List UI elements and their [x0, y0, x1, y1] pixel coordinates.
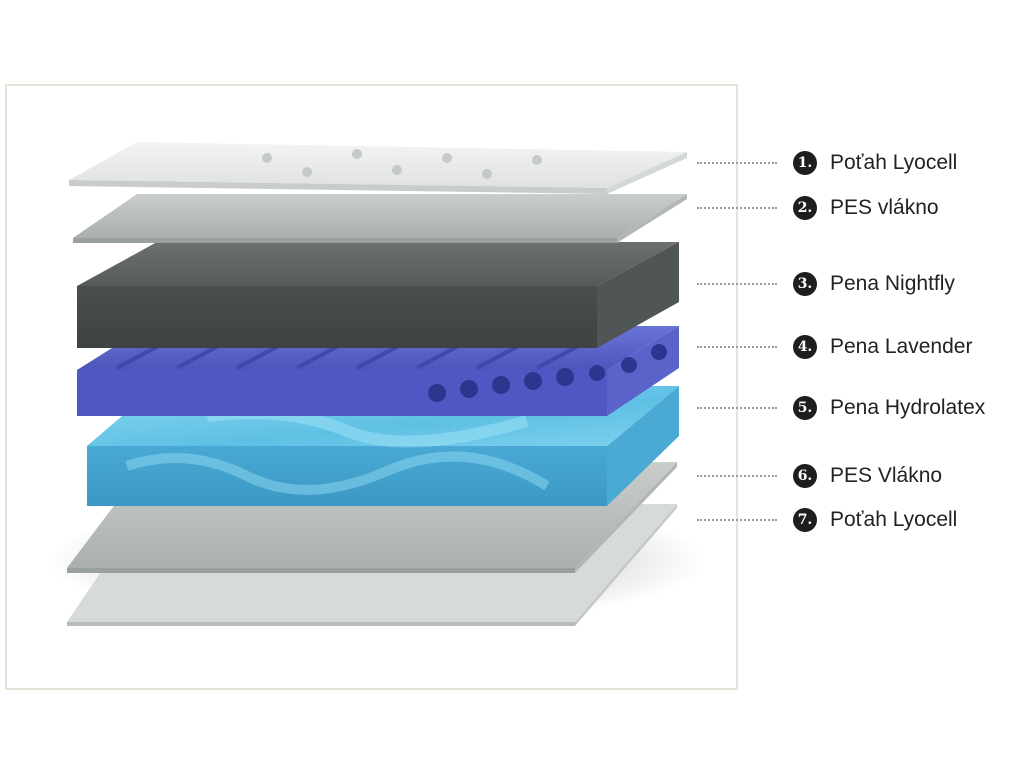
legend-item-4: 4. Pena Lavender	[697, 332, 972, 362]
legend-label: PES Vlákno	[830, 464, 942, 488]
leader-line	[697, 407, 777, 409]
number-badge: 2.	[793, 196, 817, 220]
leader-line	[697, 283, 777, 285]
legend-item-1: 1. Poťah Lyocell	[697, 148, 957, 178]
legend-item-7: 7. Poťah Lyocell	[697, 505, 957, 535]
number-badge: 6.	[793, 464, 817, 488]
number-badge: 3.	[793, 272, 817, 296]
layer-3-nightfly-foam	[77, 242, 679, 348]
mattress-layer-illustration	[7, 86, 740, 692]
legend-label: Pena Lavender	[830, 335, 972, 359]
image-frame	[5, 84, 738, 690]
leader-line	[697, 519, 777, 521]
legend-item-3: 3. Pena Nightfly	[697, 269, 955, 299]
legend-label: PES vlákno	[830, 196, 939, 220]
leader-line	[697, 346, 777, 348]
number-badge: 7.	[793, 508, 817, 532]
number-badge: 5.	[793, 396, 817, 420]
legend-item-6: 6. PES Vlákno	[697, 461, 942, 491]
leader-line	[697, 162, 777, 164]
legend-item-5: 5. Pena Hydrolatex	[697, 393, 985, 423]
layer-1-cover-lyocell	[69, 142, 687, 194]
legend-item-2: 2. PES vlákno	[697, 193, 939, 223]
legend-label: Poťah Lyocell	[830, 151, 957, 175]
layer-2-pes-fiber	[73, 194, 687, 243]
leader-line	[697, 475, 777, 477]
legend-label: Pena Hydrolatex	[830, 396, 985, 420]
legend-label: Pena Nightfly	[830, 272, 955, 296]
legend-label: Poťah Lyocell	[830, 508, 957, 532]
number-badge: 4.	[793, 335, 817, 359]
leader-line	[697, 207, 777, 209]
number-badge: 1.	[793, 151, 817, 175]
